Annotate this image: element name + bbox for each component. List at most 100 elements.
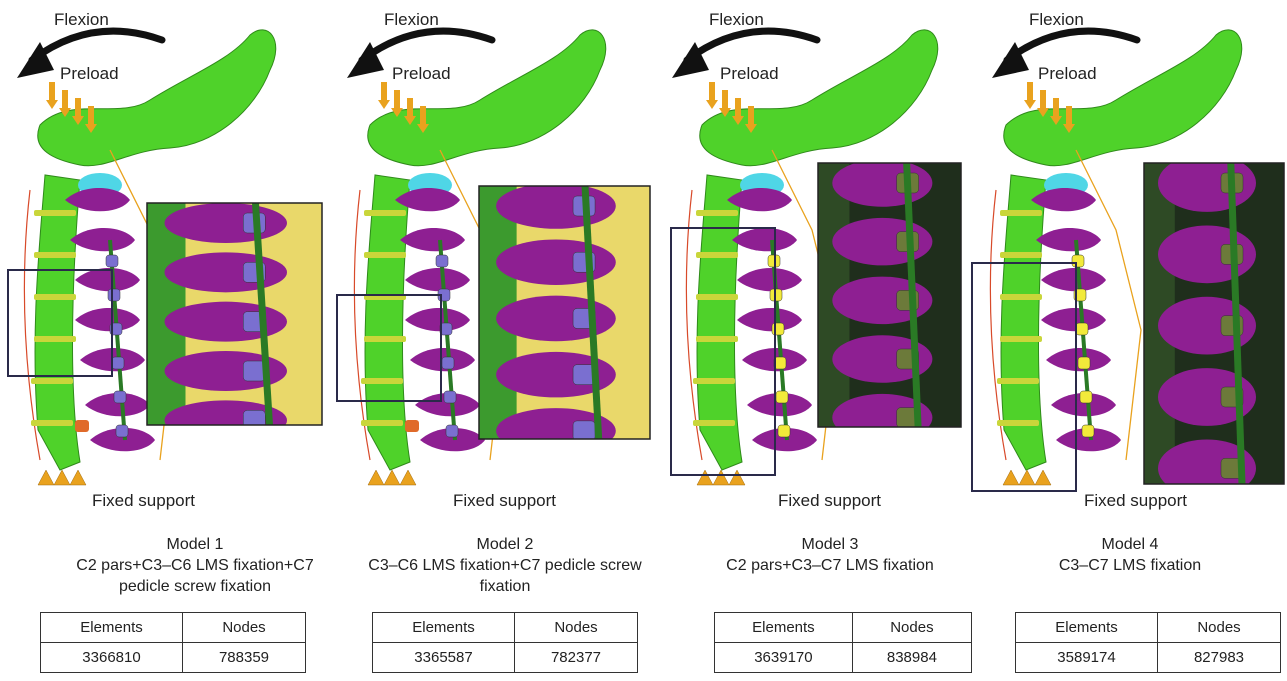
model-description: C2 pars+C3–C6 LMS fixation+C7 pedicle sc… [50, 555, 340, 597]
intervertebral-disc [361, 420, 403, 426]
spinous-process [75, 308, 140, 331]
lateral-mass-screw [1078, 357, 1090, 369]
fixed-support-triangle [1035, 470, 1051, 485]
lateral-mass-screw [106, 255, 118, 267]
mesh-stats-table: ElementsNodes3589174827983 [1015, 612, 1281, 673]
fixed-support-triangle [1003, 470, 1019, 485]
fixed-support-triangle [729, 470, 745, 485]
fixed-support-label: Fixed support [92, 491, 195, 511]
intervertebral-disc [997, 420, 1039, 426]
elements-header: Elements [41, 613, 183, 643]
intervertebral-disc [364, 210, 406, 216]
spinous-process [75, 268, 140, 291]
lateral-mass-screw [1072, 255, 1084, 267]
nodes-header: Nodes [852, 613, 971, 643]
fixed-support-label: Fixed support [453, 491, 556, 511]
lateral-mass-screw [776, 391, 788, 403]
intervertebral-disc [31, 420, 73, 426]
intervertebral-disc [34, 336, 76, 342]
lateral-mass-screw [1080, 391, 1092, 403]
model-panel-4: FlexionPreloadFixed supportModel 4C3–C7 … [966, 0, 1287, 681]
fixed-support-triangle [70, 470, 86, 485]
intervertebral-disc [1000, 252, 1042, 258]
intervertebral-disc [34, 294, 76, 300]
intervertebral-disc [997, 378, 1039, 384]
nodes-value: 838984 [852, 643, 971, 673]
model-title: Model 4 [1000, 534, 1260, 555]
fixed-support-triangle [368, 470, 384, 485]
preload-label: Preload [1038, 64, 1097, 84]
preload-arrow [88, 106, 94, 126]
spine-model-figure [330, 0, 660, 500]
intervertebral-disc [696, 210, 738, 216]
elements-header: Elements [715, 613, 853, 643]
intervertebral-disc [31, 378, 73, 384]
preload-arrow [49, 82, 55, 102]
skull-occiput [1004, 30, 1242, 166]
skull-occiput [38, 30, 276, 166]
intervertebral-disc [696, 294, 738, 300]
spinous-process [732, 228, 797, 251]
model-title: Model 1 [50, 534, 340, 555]
lateral-mass-screw [778, 425, 790, 437]
preload-label: Preload [392, 64, 451, 84]
fixed-support-label: Fixed support [778, 491, 881, 511]
fixed-support-label: Fixed support [1084, 491, 1187, 511]
elements-header: Elements [1016, 613, 1158, 643]
fixed-support-triangle [1019, 470, 1035, 485]
nodes-value: 782377 [515, 643, 638, 673]
preload-arrow [381, 82, 387, 102]
flexion-label: Flexion [54, 10, 109, 30]
intervertebral-disc [34, 252, 76, 258]
mesh-stats-table: ElementsNodes3365587782377 [372, 612, 638, 673]
lateral-mass-screw [436, 255, 448, 267]
spinous-process [1041, 268, 1106, 291]
intervertebral-disc [1000, 336, 1042, 342]
nodes-value: 827983 [1158, 643, 1281, 673]
model-description: C3–C7 LMS fixation [1000, 555, 1260, 576]
spinous-process [737, 268, 802, 291]
skull-occiput [700, 30, 938, 166]
preload-arrow [1040, 90, 1046, 110]
fixed-support-triangle [38, 470, 54, 485]
model-caption: Model 2C3–C6 LMS fixation+C7 pedicle scr… [360, 534, 650, 597]
fixed-support-triangle [400, 470, 416, 485]
flexion-arrow [687, 31, 817, 60]
fixed-support-triangle [384, 470, 400, 485]
preload-arrow [1027, 82, 1033, 102]
flexion-label: Flexion [1029, 10, 1084, 30]
lateral-mass-screw [446, 425, 458, 437]
fixed-support-triangle [697, 470, 713, 485]
model-title: Model 3 [700, 534, 960, 555]
flexion-arrow [362, 31, 492, 60]
model-title: Model 2 [360, 534, 650, 555]
model-description: C2 pars+C3–C7 LMS fixation [700, 555, 960, 576]
spinous-process [70, 228, 135, 251]
intervertebral-disc [693, 420, 735, 426]
elements-value: 3365587 [373, 643, 515, 673]
model-description: C3–C6 LMS fixation+C7 pedicle screw fixa… [360, 555, 650, 597]
spinous-process [400, 228, 465, 251]
zoom-inset [1144, 154, 1284, 497]
spine-model-figure [0, 0, 330, 500]
spine-model-figure [966, 0, 1287, 500]
intervertebral-disc [696, 252, 738, 258]
elements-value: 3589174 [1016, 643, 1158, 673]
preload-arrow [394, 90, 400, 110]
spinous-process [1041, 308, 1106, 331]
elements-value: 3639170 [715, 643, 853, 673]
flexion-label: Flexion [384, 10, 439, 30]
pedicle-screw [405, 420, 419, 432]
preload-label: Preload [60, 64, 119, 84]
preload-arrow [1066, 106, 1072, 126]
preload-arrow [748, 106, 754, 126]
nodes-value: 788359 [183, 643, 306, 673]
skull-occiput [368, 30, 606, 166]
intervertebral-disc [1000, 294, 1042, 300]
zoom-inset [147, 203, 322, 440]
spinous-process [1036, 228, 1101, 251]
